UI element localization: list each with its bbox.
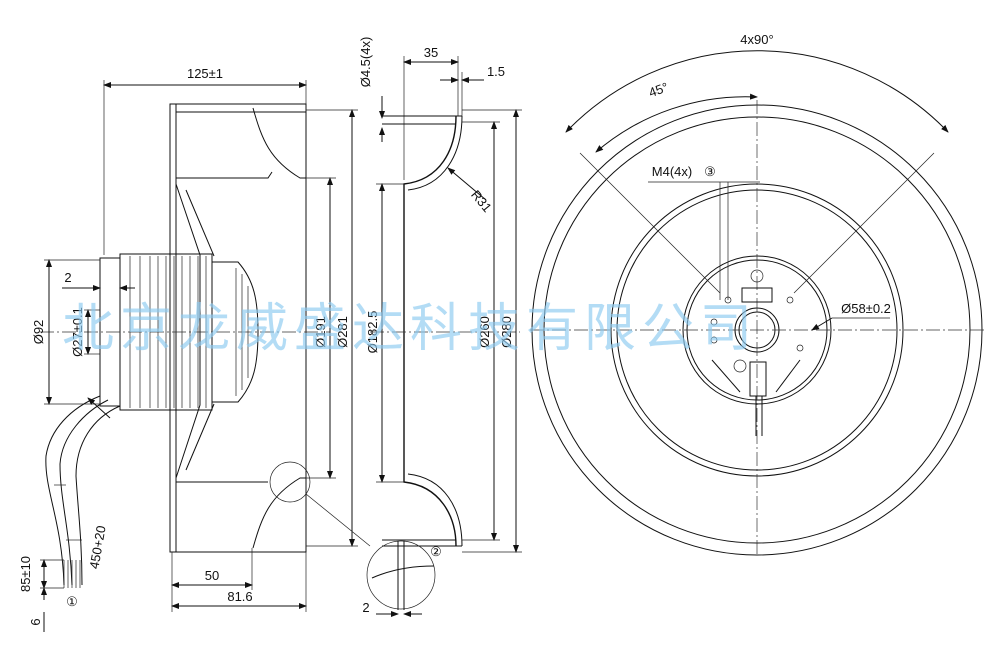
callout-1: ① — [66, 594, 78, 609]
dim-4-5-holes: Ø4.5(4x) — [358, 37, 373, 88]
callout-2: ② — [430, 544, 442, 559]
dim-m4: M4(4x) — [652, 164, 692, 179]
dim-2-bottom: 2 — [362, 600, 369, 615]
dim-6: 6 — [28, 618, 43, 625]
dim-125: 125±1 — [187, 66, 223, 81]
dim-1-5: 1.5 — [487, 64, 505, 79]
side-view: 125±1 — [18, 66, 371, 632]
dim-35: 35 — [424, 45, 438, 60]
dim-281: Ø281 — [335, 316, 350, 348]
dim-27: Ø27±0.1 — [70, 307, 85, 357]
dim-r31: R31 — [468, 187, 495, 215]
dim-191: Ø191 — [313, 316, 328, 348]
dim-58: Ø58±0.2 — [841, 301, 891, 316]
dim-4x90: 4x90° — [740, 32, 773, 47]
watermark-text: 北京龙威盛达科技有限公司 — [62, 299, 758, 359]
dim-45: 45° — [647, 79, 671, 100]
dim-92: Ø92 — [31, 320, 46, 345]
dim-260: Ø260 — [477, 316, 492, 348]
dim-2-top: 2 — [64, 270, 71, 285]
dim-81-6: 81.6 — [227, 589, 252, 604]
dim-85: 85±10 — [18, 556, 33, 592]
front-view: 4x90° 45° M4(4x) ③ Ø58±0.2 — [530, 32, 985, 556]
dim-182-5: Ø182.5 — [365, 311, 380, 354]
callout-3: ③ — [704, 164, 716, 179]
dim-450: 450+20 — [86, 524, 108, 570]
dim-50: 50 — [205, 568, 219, 583]
dim-280: Ø280 — [499, 316, 514, 348]
